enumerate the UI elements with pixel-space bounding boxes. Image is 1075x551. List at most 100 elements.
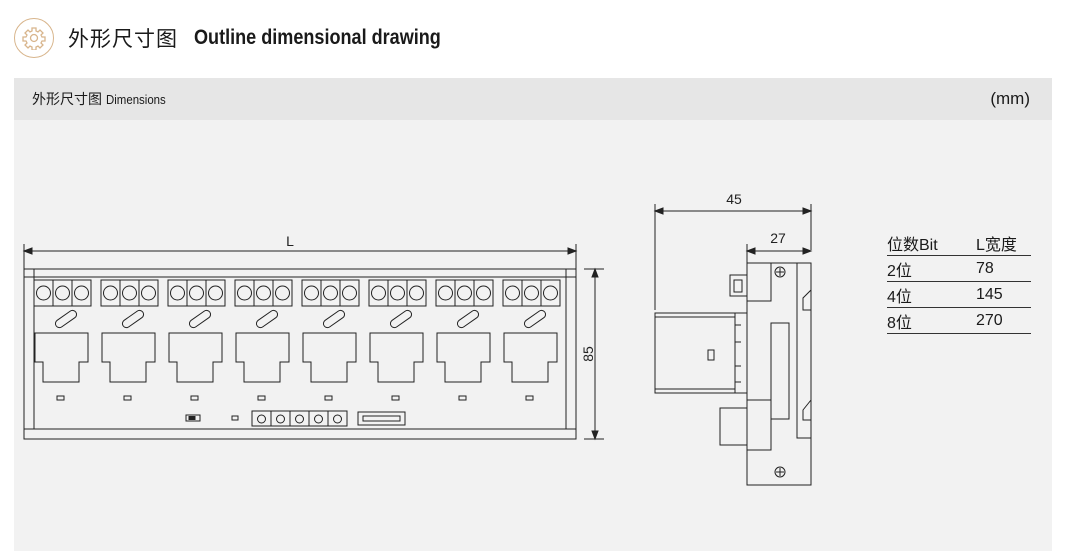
relay-led bbox=[458, 395, 467, 401]
terminal-screw bbox=[55, 285, 70, 301]
input-terminal bbox=[289, 410, 310, 427]
terminal-block bbox=[435, 279, 494, 307]
dimensions-label-en: Dimensions bbox=[106, 91, 166, 107]
terminal-screw bbox=[170, 285, 185, 301]
terminal-screw bbox=[189, 285, 204, 301]
fuse-slot bbox=[523, 309, 547, 329]
relay-outline bbox=[235, 332, 290, 383]
relay-outline bbox=[503, 332, 558, 383]
relay-led bbox=[324, 395, 333, 401]
relay-side bbox=[654, 312, 736, 394]
terminal-screw bbox=[505, 285, 520, 301]
height-label: 85 bbox=[580, 346, 596, 362]
terminal-screw bbox=[208, 285, 223, 301]
arrow-right bbox=[567, 247, 578, 255]
screw-bottom bbox=[774, 466, 786, 478]
terminal-screw bbox=[438, 285, 453, 301]
input-terminal bbox=[327, 410, 348, 427]
dimensions-label-cn: 外形尺寸图 bbox=[32, 91, 102, 107]
terminal-block bbox=[100, 279, 159, 307]
width-label: 45 bbox=[726, 191, 742, 207]
page-title: 外形尺寸图 bbox=[68, 28, 178, 51]
terminal-screw bbox=[371, 285, 386, 301]
relay-outline bbox=[168, 332, 223, 383]
relay-led bbox=[190, 395, 199, 401]
drawing-panel: L 85 bbox=[14, 120, 1052, 551]
module-body bbox=[33, 268, 567, 430]
terminal-screw bbox=[524, 285, 539, 301]
bits-cell: 8位 bbox=[887, 307, 976, 334]
rail-plate bbox=[746, 262, 812, 486]
label-slot bbox=[770, 322, 790, 420]
terminal-screw bbox=[141, 285, 156, 301]
fuse-slot bbox=[188, 309, 212, 329]
terminal-screw bbox=[74, 285, 89, 301]
table-row: 8位 270 bbox=[887, 307, 1031, 334]
fuse-slot bbox=[389, 309, 413, 329]
input-connector bbox=[251, 410, 348, 427]
width-cell: 145 bbox=[976, 281, 1031, 308]
terminal-screw bbox=[256, 285, 271, 301]
terminal-screw bbox=[237, 285, 252, 301]
table-row: 4位 145 bbox=[887, 281, 1031, 308]
arrow-left bbox=[22, 247, 33, 255]
terminal-block bbox=[301, 279, 360, 307]
input-terminal-screw bbox=[295, 414, 304, 424]
fuse-slot bbox=[121, 309, 145, 329]
relay-led bbox=[123, 395, 132, 401]
terminal-screw bbox=[103, 285, 118, 301]
terminal-screw bbox=[543, 285, 558, 301]
relay-led bbox=[525, 395, 534, 401]
terminal-screw bbox=[36, 285, 51, 301]
upper-terminal bbox=[729, 262, 772, 302]
unit-label: (mm) bbox=[990, 89, 1030, 108]
relay-outline bbox=[101, 332, 156, 383]
header-bits: 位数Bit bbox=[887, 230, 976, 256]
terminal-screw bbox=[342, 285, 357, 301]
fuse-slot bbox=[322, 309, 346, 329]
relay-led bbox=[257, 395, 266, 401]
input-terminal bbox=[270, 410, 291, 427]
length-label: L bbox=[286, 233, 294, 249]
input-terminal-screw bbox=[276, 414, 285, 424]
dimension-drawing: L 85 bbox=[22, 191, 813, 486]
header-width: L宽度 bbox=[976, 230, 1031, 256]
fuse-slot bbox=[54, 309, 78, 329]
relay-led bbox=[391, 395, 400, 401]
relay-led bbox=[56, 395, 65, 401]
terminal-block bbox=[502, 279, 561, 307]
terminal-screw bbox=[323, 285, 338, 301]
input-terminal-screw bbox=[314, 414, 323, 424]
terminal-screw bbox=[304, 285, 319, 301]
relay-outline bbox=[369, 332, 424, 383]
terminal-block bbox=[368, 279, 427, 307]
terminal-screw bbox=[275, 285, 290, 301]
width-cell: 78 bbox=[976, 255, 1031, 282]
gear-icon bbox=[14, 18, 54, 58]
bits-cell: 4位 bbox=[887, 281, 976, 308]
relay-outline bbox=[302, 332, 357, 383]
section-header: 外形尺寸图 Outline dimensional drawing bbox=[14, 16, 481, 60]
dimensions-bar: 外形尺寸图 Dimensions (mm) bbox=[14, 78, 1052, 120]
relay-outline bbox=[436, 332, 491, 383]
dimensions-label: 外形尺寸图 Dimensions bbox=[32, 89, 174, 109]
input-terminal bbox=[251, 410, 272, 427]
fuse-slot bbox=[456, 309, 480, 329]
ribbon-connector bbox=[357, 411, 406, 426]
terminal-block bbox=[234, 279, 293, 307]
depth-label: 27 bbox=[770, 230, 786, 246]
page-title-en: Outline dimensional drawing bbox=[194, 26, 441, 49]
width-cell: 270 bbox=[976, 307, 1031, 334]
bits-cell: 2位 bbox=[887, 255, 976, 282]
terminal-block bbox=[33, 279, 92, 307]
led-indicator bbox=[185, 414, 201, 422]
table-header-row: 位数Bit L宽度 bbox=[887, 230, 1031, 256]
terminal-screw bbox=[390, 285, 405, 301]
side-view bbox=[653, 204, 813, 486]
fuse-slot bbox=[255, 309, 279, 329]
input-terminal-screw bbox=[333, 414, 342, 424]
small-marker bbox=[231, 415, 239, 421]
input-terminal bbox=[308, 410, 329, 427]
lower-terminal bbox=[719, 399, 772, 451]
input-terminal-screw bbox=[257, 414, 266, 424]
